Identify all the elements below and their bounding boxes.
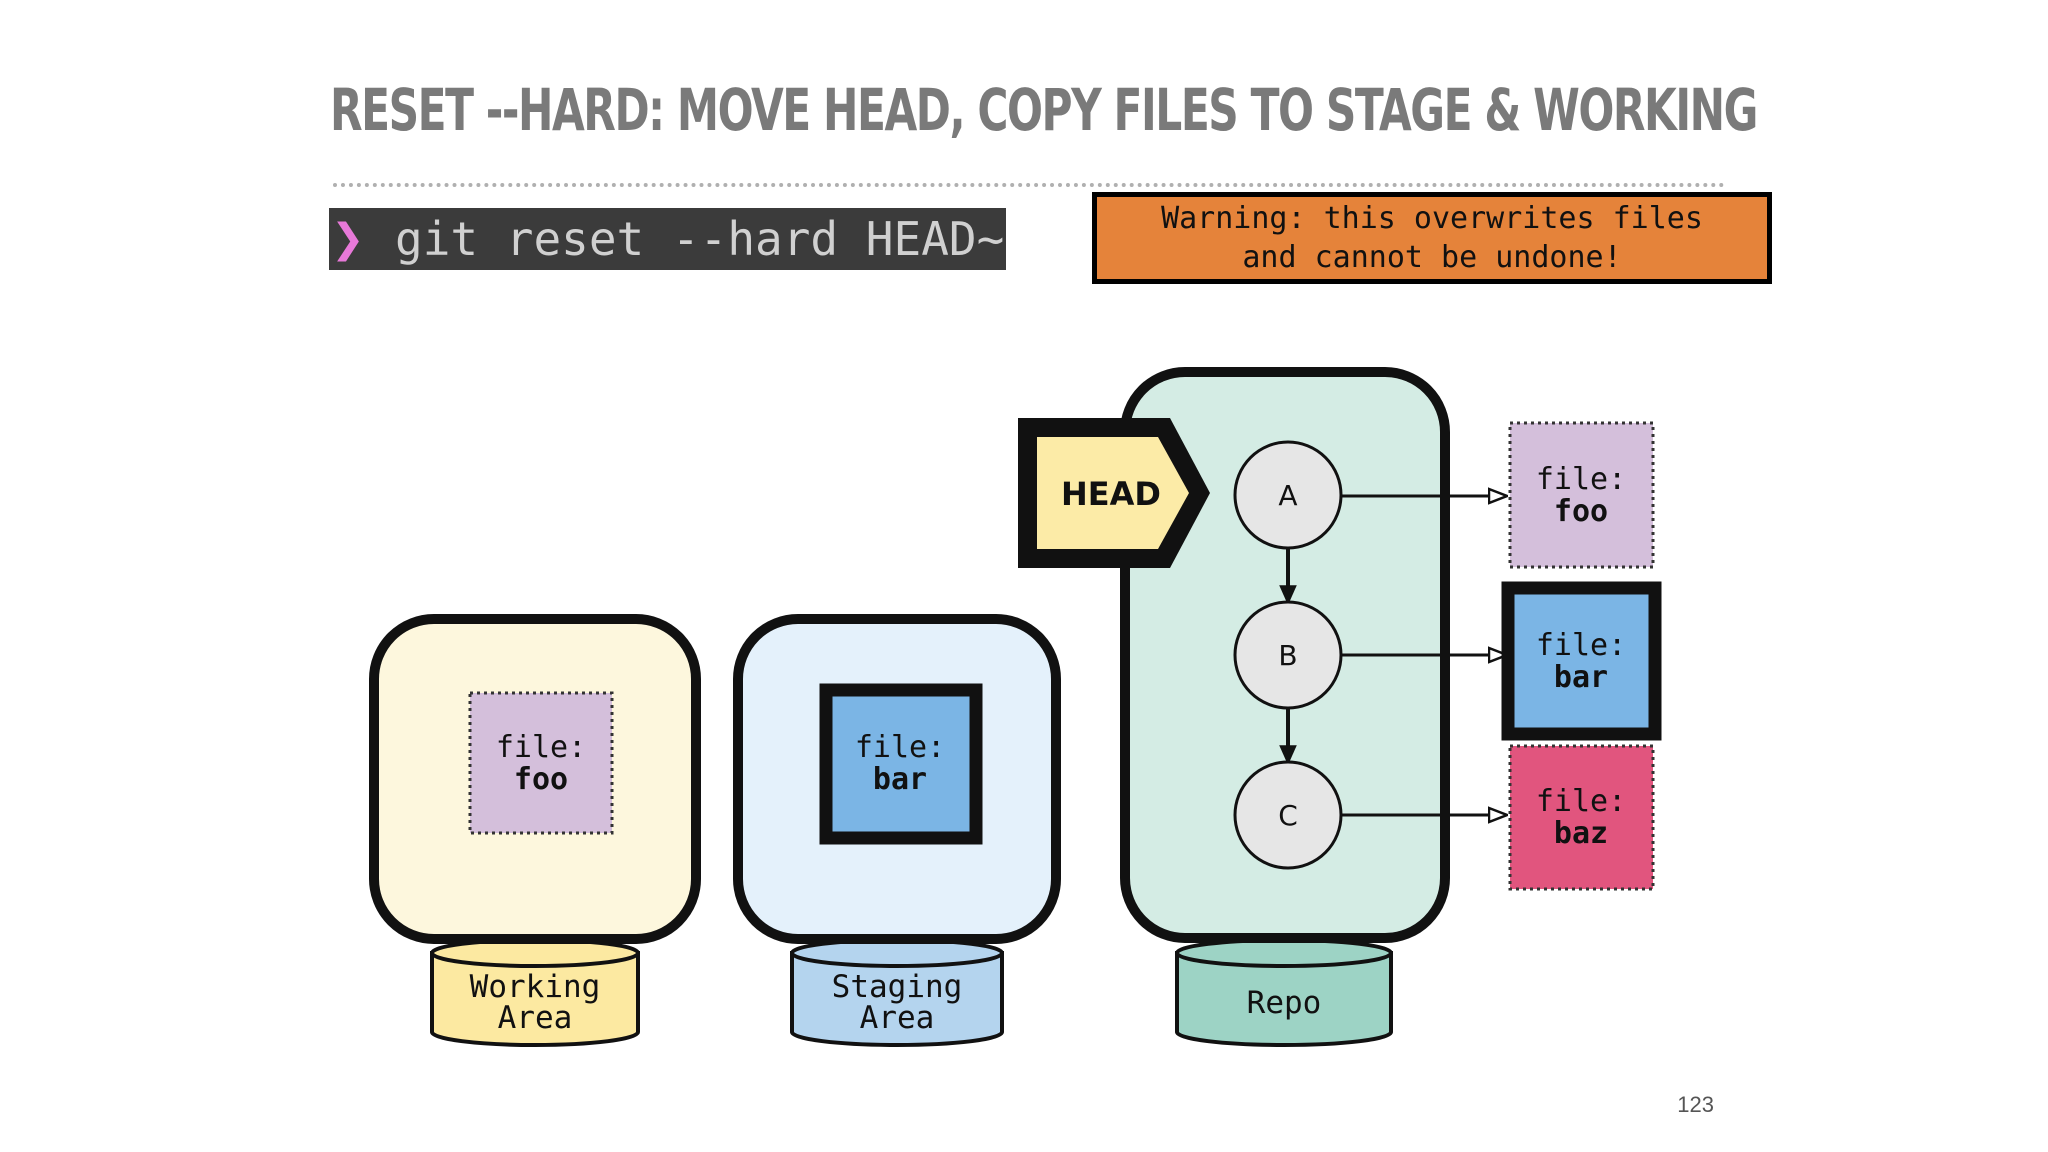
repo-file-foo: file: foo	[1508, 421, 1655, 569]
repo-file-baz-name: baz	[1554, 816, 1608, 851]
working-area: Working Area file: foo	[369, 614, 701, 1047]
working-file-prefix: file:	[496, 730, 586, 765]
repo-file-bar-prefix: file:	[1536, 628, 1626, 663]
commit-c-label: C	[1278, 799, 1298, 832]
commit-b: B	[1233, 600, 1343, 710]
working-file-name: foo	[514, 762, 568, 797]
working-file: file: foo	[468, 691, 614, 835]
staging-file-prefix: file:	[855, 730, 945, 765]
working-area-label-2: Area	[498, 1000, 573, 1036]
repo-base: Repo	[1175, 938, 1393, 1047]
page-number: 123	[1677, 1092, 1714, 1117]
warning-line-2: and cannot be undone!	[1242, 240, 1622, 275]
repo-file-foo-prefix: file:	[1536, 462, 1626, 497]
warning-callout: Warning: this overwrites files and canno…	[1092, 192, 1772, 284]
command-text: git reset --hard HEAD~	[395, 212, 1005, 266]
repo-label: Repo	[1247, 985, 1322, 1021]
commit-a-label: A	[1278, 479, 1297, 512]
repo-file-bar: file: bar	[1501, 581, 1662, 741]
working-area-base: Working Area	[430, 938, 640, 1047]
head-label: HEAD	[1061, 475, 1161, 513]
commit-c: C	[1233, 760, 1343, 870]
prompt-chevron-icon: ❯	[331, 216, 365, 262]
commit-b-label: B	[1278, 639, 1297, 672]
staging-area-label-2: Area	[860, 1000, 935, 1036]
repo-file-baz: file: baz	[1508, 744, 1655, 891]
repo-file-bar-name: bar	[1554, 660, 1608, 695]
repo-file-baz-prefix: file:	[1536, 784, 1626, 819]
command-bar: ❯ git reset --hard HEAD~	[329, 208, 1006, 270]
staging-file-name: bar	[873, 762, 927, 797]
staging-area-label: Staging	[832, 969, 963, 1005]
head-pointer: HEAD	[1018, 418, 1210, 568]
staging-area-base: Staging Area	[790, 938, 1004, 1047]
title-divider	[333, 183, 1725, 187]
commit-a: A	[1233, 440, 1343, 550]
staging-area: Staging Area file: bar	[733, 614, 1061, 1047]
repo-file-foo-name: foo	[1554, 494, 1608, 529]
staging-file: file: bar	[819, 683, 983, 845]
working-area-label: Working	[470, 969, 601, 1005]
warning-line-1: Warning: this overwrites files	[1161, 201, 1703, 236]
